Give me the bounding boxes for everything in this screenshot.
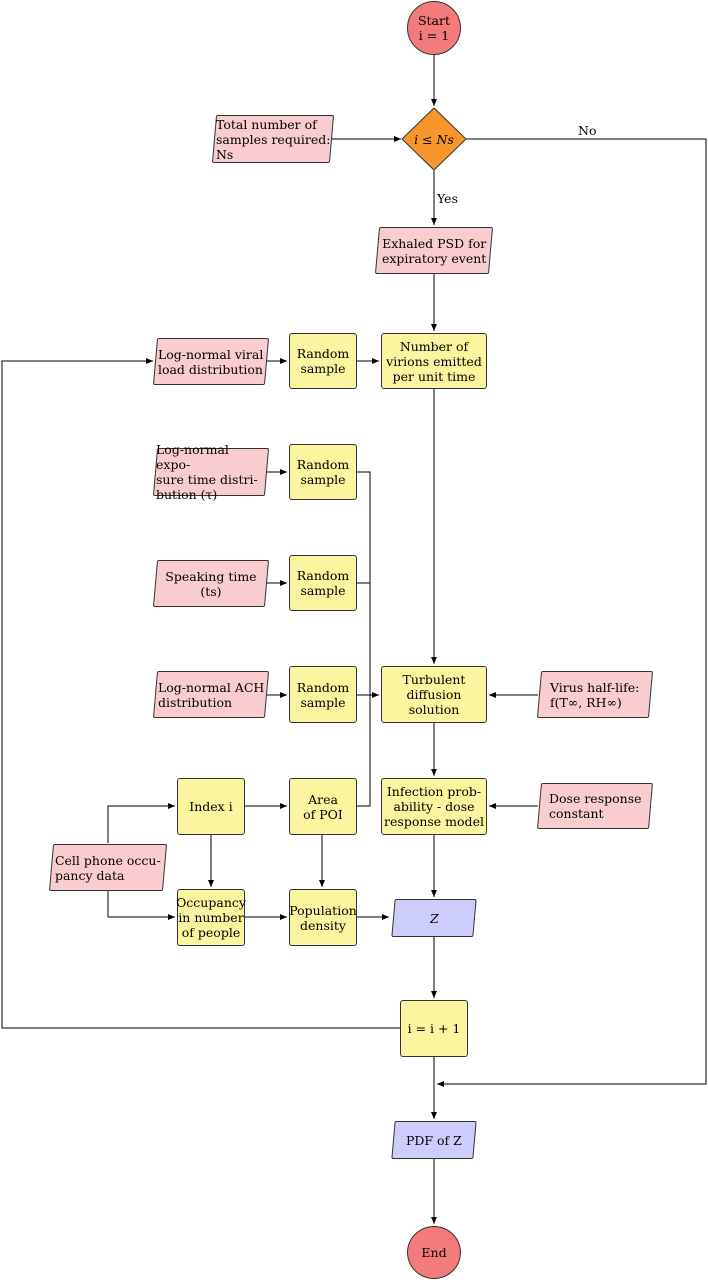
edge-increment-loop bbox=[1, 358, 400, 1029]
exhaled-psd-input: Exhaled PSD for expiratory event bbox=[374, 227, 494, 274]
edge-cell-occupancy bbox=[107, 891, 175, 920]
label-no: No bbox=[578, 123, 597, 138]
start-node: Start i = 1 bbox=[407, 1, 461, 55]
increment-i: i = i + 1 bbox=[400, 1000, 468, 1057]
lognormal-exposure-input: Log-normal expo- sure time distri- butio… bbox=[152, 442, 270, 502]
cell-phone-input: Cell phone occu- pancy data bbox=[48, 844, 168, 891]
edge-cell-index bbox=[107, 803, 175, 843]
population-density: Population density bbox=[289, 889, 357, 946]
virus-half-life-input: Virus half-life: f(T∞, RH∞) bbox=[536, 671, 654, 718]
lognormal-ach-input: Log-normal ACH distribution bbox=[152, 671, 270, 718]
random-sample-3: Random sample bbox=[289, 555, 357, 611]
pdf-of-z-output: PDF of Z bbox=[391, 1121, 477, 1159]
random-sample-2: Random sample bbox=[289, 444, 357, 500]
speaking-time-input: Speaking time (ts) bbox=[152, 560, 270, 607]
label-yes: Yes bbox=[437, 191, 458, 206]
dose-response-input: Dose response constant bbox=[536, 783, 654, 829]
index-i: Index i bbox=[177, 778, 245, 835]
total-samples-input: Total number of samples required: Ns bbox=[211, 115, 335, 163]
decision-node: i ≤ Ns bbox=[414, 131, 454, 147]
z-output: Z bbox=[391, 899, 477, 937]
end-node: End bbox=[407, 1226, 461, 1279]
virions-emitted: Number of virions emitted per unit time bbox=[381, 333, 487, 389]
turbulent-diffusion: Turbulent diffusion solution bbox=[381, 666, 487, 723]
infection-probability: Infection prob- ability - dose response … bbox=[381, 778, 487, 835]
decision-diamond bbox=[401, 107, 467, 171]
random-sample-1: Random sample bbox=[289, 333, 357, 389]
edge-decision-no bbox=[437, 138, 707, 1087]
edge-random2-collector bbox=[357, 471, 371, 807]
occupancy-people: Occupancy in number of people bbox=[176, 889, 246, 946]
lognormal-viral-input: Log-normal viral load distribution bbox=[152, 338, 270, 385]
area-of-poi: Area of POI bbox=[289, 778, 357, 835]
random-sample-4: Random sample bbox=[289, 666, 357, 723]
